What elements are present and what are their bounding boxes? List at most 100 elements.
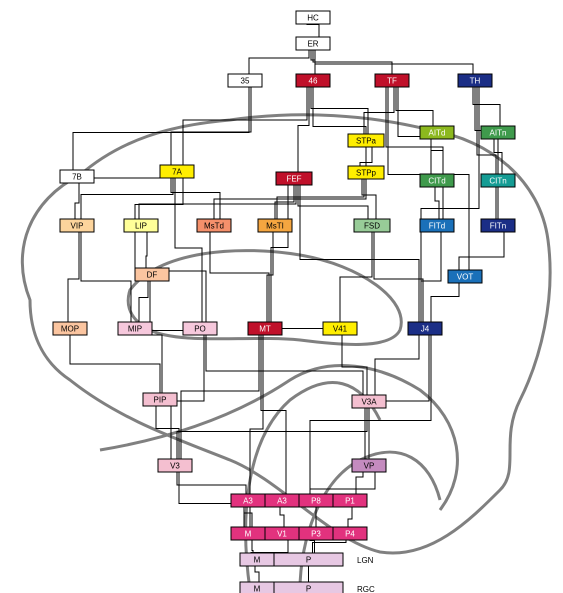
connection-fef-v4 [299, 178, 420, 329]
area-label-v2b: A3 [277, 497, 287, 506]
connection-mstd-mt [209, 225, 270, 329]
connection-v4-v3a [374, 328, 420, 402]
connection-a46-a7 [182, 80, 308, 172]
area-box-vp [351, 458, 387, 473]
connection-tf-stpa [363, 80, 395, 141]
area-label-v1c: P3 [311, 530, 321, 539]
connection-mt-v1a [249, 328, 264, 534]
area-node-stpa: STPa [347, 133, 385, 148]
area-node-aitv: AITn [480, 125, 516, 140]
area-node-er: ER [295, 36, 331, 51]
area-node-v2b: A3 [264, 493, 300, 508]
area-node-v1d: P4 [332, 526, 368, 541]
connection-a35-a7 [170, 80, 252, 172]
area-label-pitv: FITn [490, 222, 506, 231]
area-box-mstd [196, 218, 232, 233]
connection-v4-vp [364, 328, 430, 466]
area-node-a35: 35 [227, 73, 263, 88]
connection-er-a35 [248, 43, 310, 81]
area-box-b7 [59, 169, 95, 184]
area-label-stpp: STPp [356, 169, 377, 178]
area-label-po: PO [194, 325, 206, 334]
area-label-tf: TF [387, 77, 397, 86]
area-box-aitv [480, 125, 516, 140]
area-node-v2d: P1 [332, 493, 368, 508]
area-label-aitv: AITn [490, 129, 507, 138]
area-label-rgcp: P [306, 585, 311, 593]
area-label-v2c: P8 [311, 497, 321, 506]
area-label-a46: 46 [309, 77, 318, 86]
connection-stpp-mstd [213, 172, 367, 226]
area-label-v3a: V3A [361, 398, 377, 407]
area-label-hc: HC [307, 14, 319, 23]
area-box-a46 [295, 73, 331, 88]
connection-th-pitv [476, 80, 497, 226]
area-label-citv: CITn [489, 177, 506, 186]
area-label-vp: VP [364, 462, 375, 471]
area-box-citd [419, 173, 455, 188]
area-node-msti: MsTI [257, 218, 293, 233]
brain-outline-contour-0 [20, 113, 552, 555]
area-label-lgnm: M [254, 556, 261, 565]
area-label-pip: PIP [154, 396, 167, 405]
area-label-th: TH [470, 77, 481, 86]
connection-stpp-fsd [361, 172, 377, 226]
connection-lip-df [145, 225, 148, 275]
area-node-mstd: MsTd [196, 218, 232, 233]
connection-v4t-v3a [341, 328, 368, 402]
area-box-citv [480, 173, 516, 188]
area-box-lip [123, 218, 159, 233]
connection-a46-stpp [312, 80, 367, 173]
area-node-a7: 7A [159, 164, 195, 179]
connection-er-th [314, 43, 474, 81]
connection-lip-po [134, 225, 207, 329]
area-node-pitv: FITn [480, 218, 516, 233]
connection-stpp-msti [276, 172, 365, 226]
area-node-vip: VIP [59, 218, 95, 233]
connection-mt-v2b [260, 328, 287, 501]
connection-a7-po [174, 171, 203, 329]
area-label-lgnp: P [306, 556, 311, 565]
connection-fsd-v4t [339, 225, 373, 329]
area-node-v3: V3 [157, 458, 193, 473]
connection-pip-v3 [155, 399, 180, 466]
area-node-hc: HC [295, 10, 331, 25]
connection-tf-pitd [385, 80, 444, 226]
area-box-mt [247, 321, 283, 336]
area-box-vot [447, 269, 483, 284]
connection-th-aitv [472, 80, 501, 133]
connection-tf-aitd [395, 80, 434, 133]
area-label-aitd: AITd [429, 129, 446, 138]
area-label-mstd: MsTd [204, 222, 224, 231]
area-node-vp: VP [351, 458, 387, 473]
area-box-v2d [332, 493, 368, 508]
connection-v3-v2a [176, 465, 247, 501]
area-box-pip [142, 392, 178, 407]
area-label-vot: VOT [457, 273, 474, 282]
area-label-v1b: V1 [277, 530, 287, 539]
area-box-mip [117, 321, 153, 336]
connection-fef-msti [274, 178, 295, 226]
area-label-fef: FEF [286, 175, 301, 184]
area-label-citd: CITd [428, 177, 445, 186]
area-label-v4t: V41 [333, 325, 348, 334]
area-label-v2d: P1 [345, 497, 355, 506]
area-node-a46: 46 [295, 73, 331, 88]
area-node-mip: MIP [117, 321, 153, 336]
area-box-mdp [52, 321, 88, 336]
area-node-fsd: FSD [353, 218, 391, 233]
area-node-b7: 7B [59, 169, 95, 184]
area-node-aitd: AITd [419, 125, 455, 140]
area-node-rgcp: P [273, 581, 344, 593]
area-box-v4t [322, 321, 358, 336]
area-node-v1a: M [230, 526, 266, 541]
area-box-a7 [159, 164, 195, 179]
connection-aitd-citd [430, 132, 444, 181]
area-node-pitd: FITd [419, 218, 455, 233]
area-label-lip: LIP [135, 222, 147, 231]
connection-mdp-pip [69, 328, 161, 400]
area-node-lgnp: P [273, 552, 344, 567]
connection-msti-mt [266, 225, 274, 329]
area-box-df [134, 267, 170, 282]
